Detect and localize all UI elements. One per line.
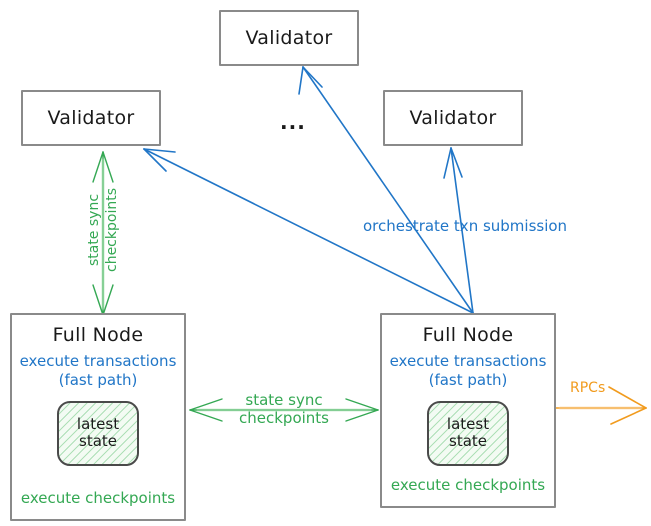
fullnode-right-latest-state-line2: state <box>449 432 487 450</box>
edge-label-state-sync-vertical-line2: checkpoints <box>103 188 120 272</box>
fullnode-right-execute-line1: execute transactions <box>389 352 547 370</box>
fullnode-left-execute-checkpoints: execute checkpoints <box>20 489 176 507</box>
fullnode-right-execute-transactions: execute transactions (fast path) <box>390 352 547 390</box>
fullnode-left-latest-state-line1: latest <box>76 414 120 433</box>
fullnode-left-execute-line1: execute transactions <box>19 352 177 370</box>
validators-ellipsis: ... <box>280 110 306 134</box>
edge-label-state-sync-horizontal-line2: checkpoints <box>239 409 329 427</box>
validator-left-label: Validator <box>47 107 135 129</box>
fullnode-right-title: Full Node <box>422 324 514 346</box>
fullnode-left-execute-transactions: execute transactions (fast path) <box>20 352 177 390</box>
fullnode-box-right[interactable]: Full Node execute transactions (fast pat… <box>380 313 556 508</box>
fullnode-left-execute-line2: (fast path) <box>58 370 138 389</box>
fullnode-right-execute-line2: (fast path) <box>428 370 508 389</box>
fullnode-box-left[interactable]: Full Node execute transactions (fast pat… <box>10 313 186 521</box>
validator-top-label: Validator <box>245 27 333 49</box>
fullnode-right-latest-state-line1: latest <box>446 414 490 433</box>
fullnode-left-latest-state-box[interactable]: latest state <box>57 400 139 466</box>
edge-label-orchestrate-txn-submission: orchestrate txn submission <box>363 217 568 235</box>
edge-state-sync-vertical <box>92 151 114 316</box>
edge-orchestrate-txn-submission <box>143 66 474 314</box>
validator-right-label: Validator <box>409 107 497 129</box>
fullnode-left-title: Full Node <box>52 324 144 346</box>
edge-label-state-sync-vertical: state sync checkpoints <box>86 175 121 285</box>
fullnode-right-latest-state-box[interactable]: latest state <box>427 400 509 466</box>
edge-label-state-sync-vertical-line1: state sync <box>86 193 102 267</box>
validator-box-right[interactable]: Validator <box>383 90 523 146</box>
edge-label-rpcs: RPCs <box>570 380 606 396</box>
fullnode-right-execute-checkpoints: execute checkpoints <box>390 476 546 494</box>
edge-rpcs <box>555 386 647 425</box>
edge-state-sync-horizontal <box>189 398 379 422</box>
edge-label-state-sync-horizontal-line1: state sync <box>245 391 323 409</box>
fullnode-left-latest-state-line2: state <box>79 432 117 450</box>
validator-box-left[interactable]: Validator <box>21 90 161 146</box>
validator-box-top[interactable]: Validator <box>219 10 359 66</box>
edge-label-state-sync-horizontal: state sync checkpoints <box>226 391 342 427</box>
